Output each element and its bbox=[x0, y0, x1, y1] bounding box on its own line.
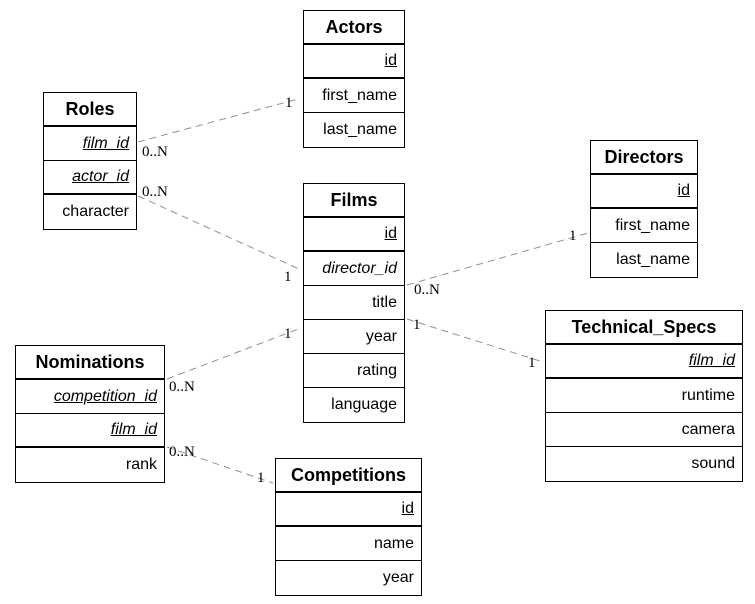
field-technical-specs-camera: camera bbox=[546, 413, 742, 447]
field-label: language bbox=[331, 396, 397, 413]
field-label: id bbox=[401, 500, 414, 517]
cardinality-label-nominations-films-far: 1 bbox=[284, 326, 292, 342]
field-competitions-name: name bbox=[276, 527, 421, 561]
field-roles-film-id: film_id bbox=[44, 127, 136, 161]
table-actors: Actors id first_name last_name bbox=[303, 10, 405, 148]
field-label: character bbox=[62, 203, 129, 220]
field-label: first_name bbox=[615, 216, 690, 234]
field-label: actor_id bbox=[72, 168, 129, 185]
cardinality-label-nominations-films-near: 0..N bbox=[169, 379, 195, 395]
field-technical-specs-sound: sound bbox=[546, 447, 742, 481]
field-label: id bbox=[384, 52, 397, 69]
field-label: film_id bbox=[82, 134, 129, 152]
field-films-id: id bbox=[304, 218, 404, 252]
field-label: rank bbox=[125, 456, 157, 473]
field-actors-first-name: first_name bbox=[304, 79, 404, 113]
field-label: first_name bbox=[322, 86, 397, 104]
field-nominations-competition-id: competition_id bbox=[16, 380, 164, 414]
field-label: film_id bbox=[110, 421, 157, 438]
field-competitions-id: id bbox=[276, 493, 421, 527]
cardinality-label-nominations-competitions-far: 1 bbox=[257, 470, 265, 486]
field-label: name bbox=[373, 534, 414, 552]
field-films-director-id: director_id bbox=[304, 252, 404, 286]
table-films: Films id director_id title year rating l… bbox=[303, 183, 405, 423]
relation-line-films-technical-specs bbox=[406, 318, 544, 363]
relation-line-nominations-films bbox=[166, 327, 302, 380]
table-roles-title: Roles bbox=[44, 93, 136, 127]
field-label: title bbox=[372, 293, 397, 311]
table-competitions: Competitions id name year bbox=[275, 458, 422, 596]
field-actors-last-name: last_name bbox=[304, 113, 404, 147]
relation-line-roles-films bbox=[137, 195, 300, 270]
field-label: last_name bbox=[323, 121, 397, 138]
table-technical-specs: Technical_Specs film_id runtime camera s… bbox=[545, 310, 743, 482]
field-label: year bbox=[365, 327, 397, 345]
cardinality-label-films-technical-specs-near: 1 bbox=[413, 317, 421, 333]
table-nominations-title: Nominations bbox=[16, 346, 164, 380]
field-films-title: title bbox=[304, 286, 404, 320]
field-label: year bbox=[382, 569, 414, 586]
cardinality-label-roles-actors-near: 0..N bbox=[142, 144, 168, 160]
table-competitions-title: Competitions bbox=[276, 459, 421, 493]
field-roles-character: character bbox=[44, 195, 136, 229]
field-films-rating: rating bbox=[304, 354, 404, 388]
table-roles: Roles film_id actor_id character bbox=[43, 92, 137, 230]
field-films-language: language bbox=[304, 388, 404, 422]
field-films-year: year bbox=[304, 320, 404, 354]
cardinality-label-roles-films-near: 0..N bbox=[142, 184, 168, 200]
field-technical-specs-runtime: runtime bbox=[546, 379, 742, 413]
relation-line-nominations-competitions bbox=[166, 446, 274, 484]
field-label: runtime bbox=[681, 386, 735, 404]
table-nominations: Nominations competition_id film_id rank bbox=[15, 345, 165, 483]
cardinality-label-films-directors-near: 0..N bbox=[414, 282, 440, 298]
table-actors-title: Actors bbox=[304, 11, 404, 45]
relation-line-films-directors bbox=[406, 232, 589, 286]
field-directors-last-name: last_name bbox=[591, 243, 697, 277]
field-label: competition_id bbox=[53, 387, 157, 405]
table-directors: Directors id first_name last_name bbox=[590, 140, 698, 278]
table-technical-specs-title: Technical_Specs bbox=[546, 311, 742, 345]
table-films-title: Films bbox=[304, 184, 404, 218]
cardinality-label-films-technical-specs-far: 1 bbox=[528, 355, 536, 371]
field-nominations-rank: rank bbox=[16, 448, 164, 482]
field-roles-actor-id: actor_id bbox=[44, 161, 136, 195]
field-label: sound bbox=[691, 455, 735, 472]
table-directors-title: Directors bbox=[591, 141, 697, 175]
field-label: rating bbox=[356, 361, 397, 379]
field-label: last_name bbox=[616, 251, 690, 268]
field-competitions-year: year bbox=[276, 561, 421, 595]
field-label: film_id bbox=[688, 352, 735, 369]
field-nominations-film-id: film_id bbox=[16, 414, 164, 448]
cardinality-label-roles-films-far: 1 bbox=[284, 269, 292, 285]
field-technical-specs-film-id: film_id bbox=[546, 345, 742, 379]
field-label: id bbox=[677, 182, 690, 199]
cardinality-label-films-directors-far: 1 bbox=[569, 228, 577, 244]
field-directors-first-name: first_name bbox=[591, 209, 697, 243]
field-label: id bbox=[384, 225, 397, 242]
field-label: director_id bbox=[322, 259, 397, 277]
cardinality-label-nominations-competitions-near: 0..N bbox=[169, 444, 195, 460]
field-directors-id: id bbox=[591, 175, 697, 209]
field-actors-id: id bbox=[304, 45, 404, 79]
field-label: camera bbox=[681, 420, 735, 438]
cardinality-label-roles-actors-far: 1 bbox=[285, 95, 293, 111]
relation-line-roles-actors bbox=[137, 98, 299, 143]
